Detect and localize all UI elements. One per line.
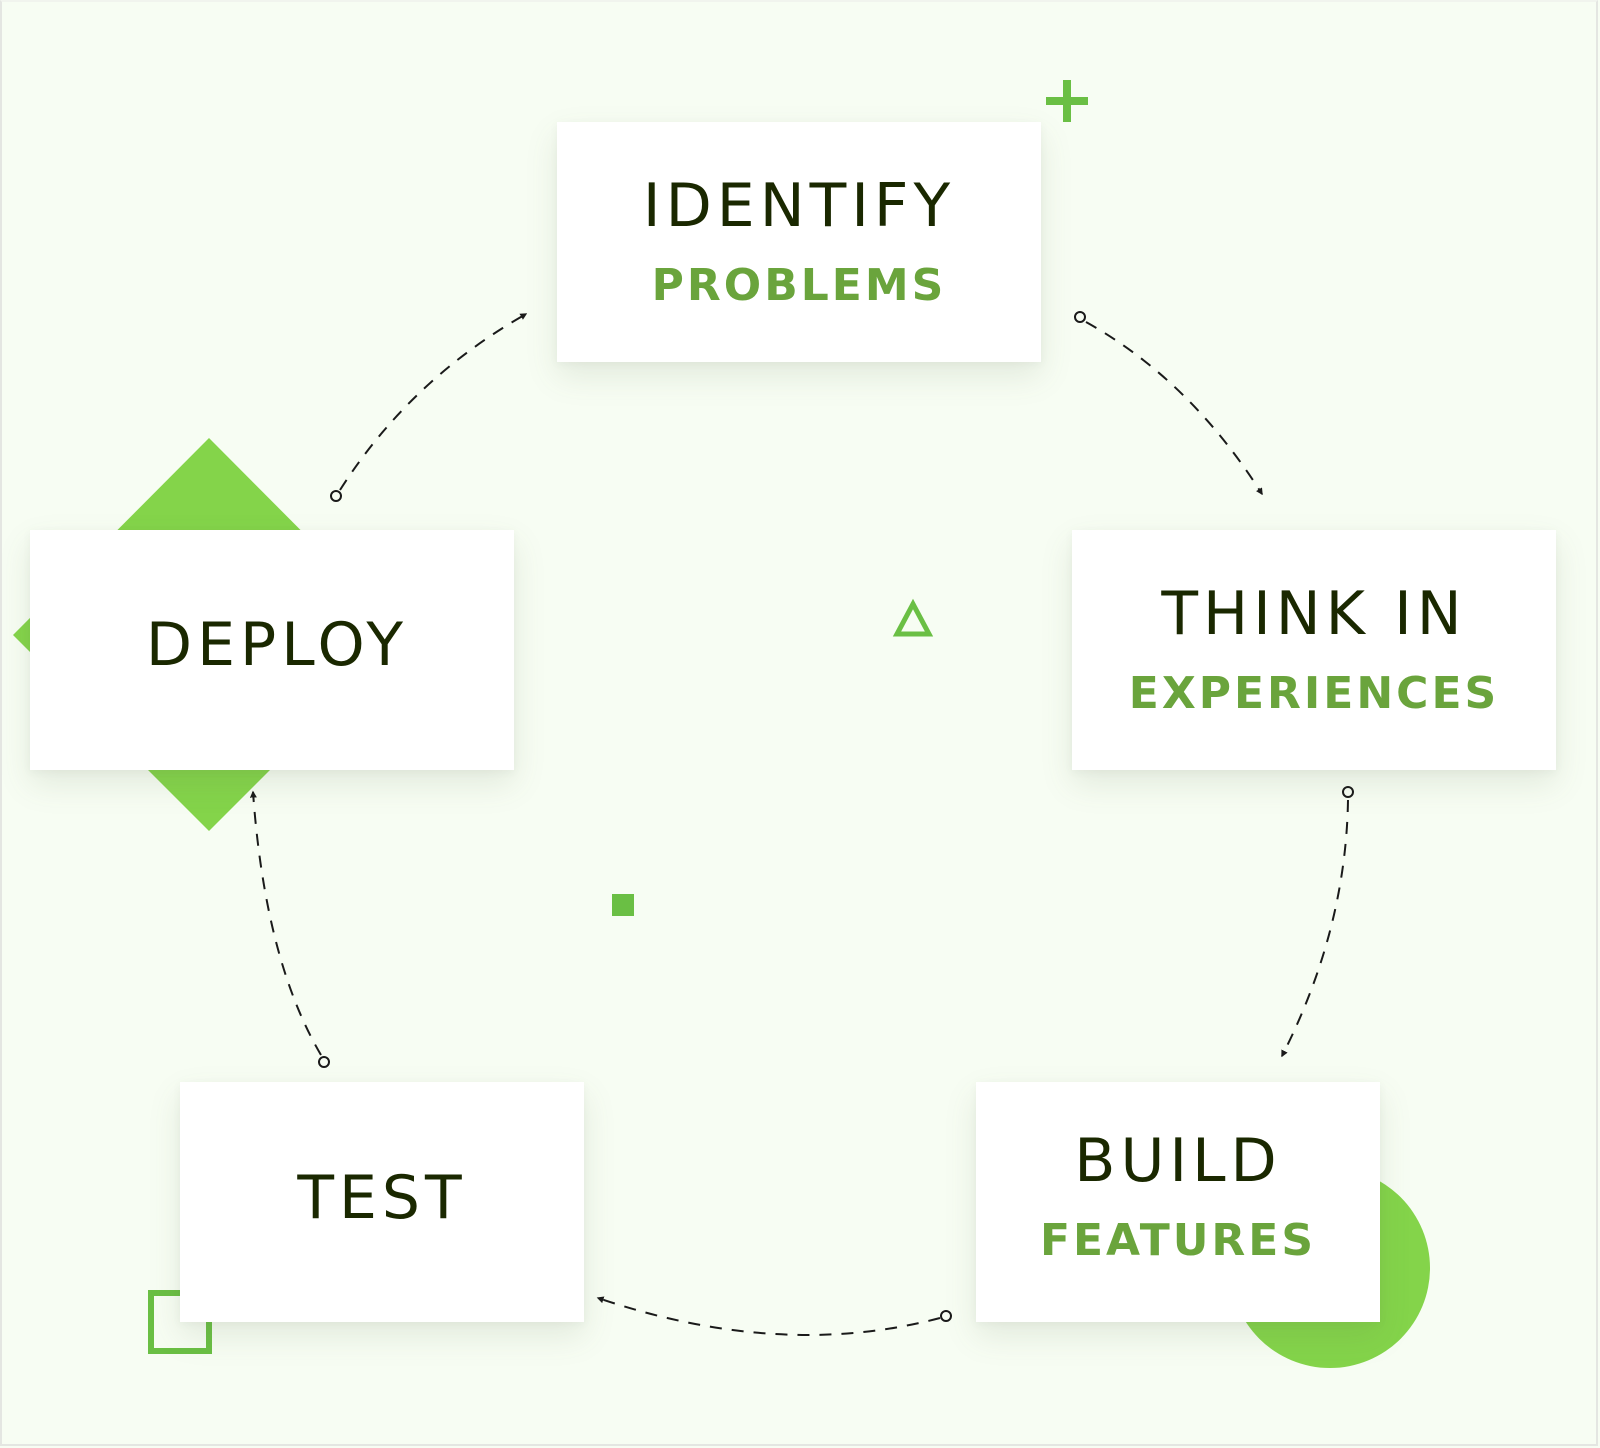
- connector-start-dot: [1342, 786, 1354, 798]
- step-card-test: TEST: [180, 1082, 584, 1322]
- step-subtitle: EXPERIENCES: [1128, 668, 1500, 719]
- step-title: DEPLOY: [145, 610, 409, 680]
- step-subtitle: PROBLEMS: [651, 260, 947, 311]
- connector-test-deploy: [249, 790, 322, 1056]
- connector-start-dot: [940, 1310, 952, 1322]
- step-subtitle: FEATURES: [1039, 1215, 1317, 1266]
- triangle-outline-icon: [892, 598, 934, 637]
- step-title: IDENTIFY: [642, 171, 956, 241]
- step-card-deploy: DEPLOY: [30, 530, 514, 770]
- step-title: TEST: [297, 1163, 467, 1233]
- connector-identify-think: [1085, 321, 1263, 496]
- connector-start-dot: [1074, 311, 1086, 323]
- step-card-build: BUILD FEATURES: [976, 1082, 1380, 1322]
- connector-start-dot: [330, 490, 342, 502]
- step-card-think: THINK IN EXPERIENCES: [1072, 530, 1556, 770]
- connector-start-dot: [318, 1056, 330, 1068]
- step-card-identify: IDENTIFY PROBLEMS: [557, 122, 1041, 362]
- step-title: THINK IN: [1161, 579, 1467, 649]
- connector-deploy-identify: [339, 313, 528, 491]
- connector-think-build: [1281, 799, 1349, 1058]
- square-filled-icon: [612, 894, 634, 916]
- connector-build-test: [596, 1296, 941, 1336]
- step-title: BUILD: [1074, 1126, 1282, 1196]
- plus-icon: [1046, 80, 1088, 122]
